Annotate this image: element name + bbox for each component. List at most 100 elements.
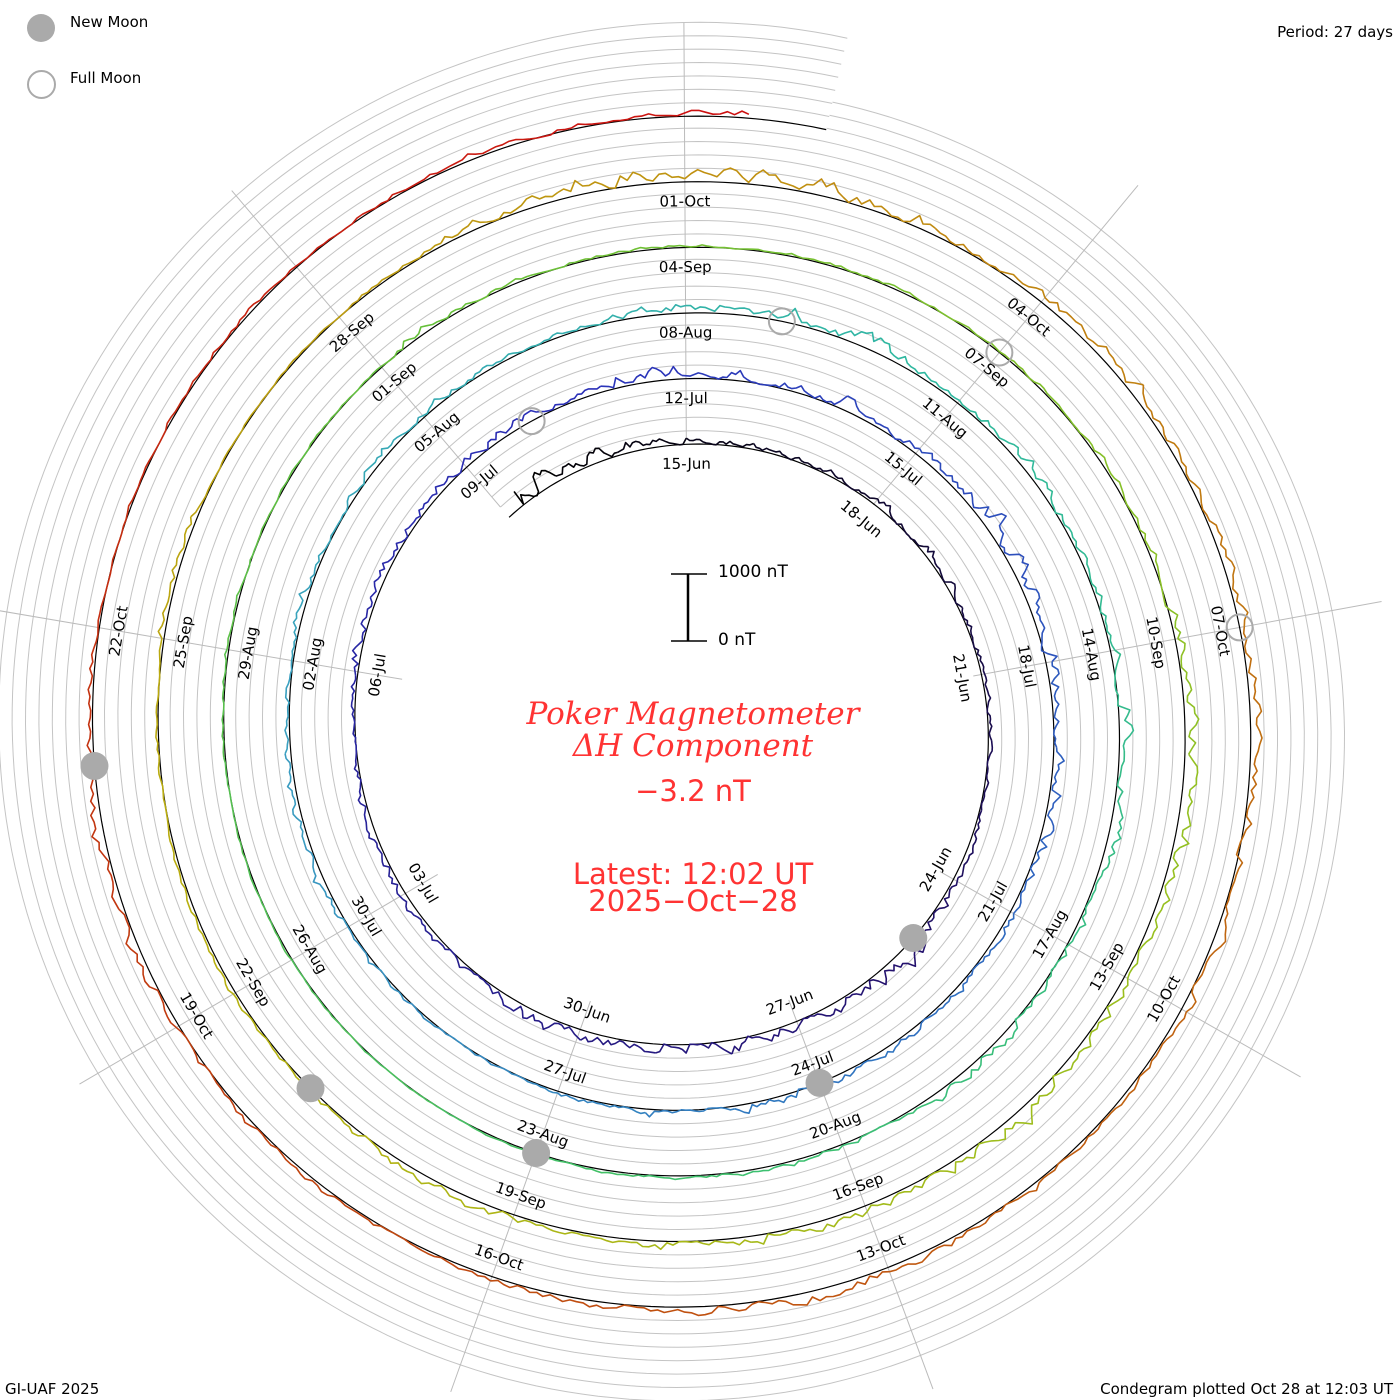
trace-segment [982,670,993,741]
grid-spiral [0,21,1346,1400]
date-tick-label: 19-Sep [493,1178,549,1213]
new-moon-marker [296,1074,325,1103]
trace-segment [1079,432,1141,531]
trace-segment [617,437,688,454]
trace-segment [758,1270,890,1306]
date-tick-label: 06-Jul [365,652,390,698]
period-label: Period: 27 days [1277,23,1393,41]
trace-segment [347,926,405,1000]
trace-segment [557,1092,646,1115]
date-spoke [683,23,687,439]
trace-segment [180,882,234,995]
full-moon-legend-icon [27,70,56,99]
full-moon-legend-label: Full Moon [70,69,142,87]
grid-spiral [24,48,1319,1375]
trace-segment [782,307,882,343]
trace-segment [864,944,927,990]
trace-segment [512,1217,632,1244]
trace-segment [1126,869,1176,979]
date-spoke [231,190,501,508]
trace-segment [440,1108,536,1156]
trace-segment [357,1042,442,1110]
trace-segment [557,171,686,194]
chart-subtitle: ΔH Component [572,728,814,764]
date-spoke [450,1000,591,1393]
date-tick-label: 01-Sep [368,358,420,406]
date-tick-label: 15-Jun [662,455,711,473]
trace-segment [246,862,293,961]
trace-segment [284,753,306,846]
trace-segment [685,437,754,448]
trace-segment [500,324,591,362]
trace-segment [684,167,814,190]
trace-segment [922,877,959,945]
latest-time: Latest: 12:02 UT [572,857,814,891]
trace-segment [1200,502,1249,627]
trace-segment [380,301,472,368]
trace-segment [685,304,784,319]
date-spoke [939,871,1301,1078]
trace-segment [734,1082,820,1114]
date-tick-label: 09-Jul [457,461,502,503]
credit-label: GI-UAF 2025 [5,1380,100,1398]
trace-segment [537,113,678,139]
trace-segment [973,1073,1060,1159]
scale-top-label: 1000 nT [718,562,788,582]
trace-segment [677,109,750,117]
trace-segment [190,409,257,518]
trace-segment [1111,750,1126,854]
date-tick-label: 19-Oct [176,989,217,1042]
date-tick-label: 26-Aug [289,922,332,977]
trace-segment [314,486,362,570]
date-tick-label: 25-Sep [170,614,197,669]
trace-segment [422,360,502,417]
trace-segment [284,660,293,755]
trace-segment [359,414,424,488]
trace-segment [254,316,340,411]
new-moon-legend-label: New Moon [70,13,149,31]
trace-segment [763,382,849,406]
spiral-grid [0,21,1346,1400]
date-tick-label: 02-Aug [299,636,326,692]
trace-segment [1044,297,1144,386]
trace-segment [897,984,965,1045]
delta-h-trace [86,109,1263,1317]
date-tick-label: 01-Oct [659,192,710,210]
date-tick-label: 29-Aug [235,625,262,681]
trace-segment [742,1144,844,1177]
latest-date: 2025−Oct−28 [588,884,798,918]
trace-segment [490,1279,625,1309]
grid-spiral [51,75,1292,1348]
trace-segment [958,399,1035,469]
trace-segment [903,290,1001,353]
grid-spiral [11,35,1332,1389]
trace-segment [1012,833,1052,915]
trace-segment [877,498,929,548]
trace-segment [350,675,358,754]
date-spoke [79,874,438,1085]
trace-segment [644,1106,735,1118]
date-tick-label: 10-Sep [1142,615,1169,670]
trace-segment [221,649,228,758]
date-spoke [0,610,403,680]
trace-segment [461,414,525,469]
trace-segment [471,261,575,304]
trace-segment [366,829,404,900]
trace-segment [261,1133,370,1221]
date-tick-label: 28-Sep [326,308,378,356]
trace-segment [1172,753,1199,871]
trace-segment [402,898,456,956]
trace-segment [800,986,866,1023]
trace-segment [155,638,163,762]
date-tick-label: 30-Jun [561,993,613,1026]
trace-segment [1013,944,1070,1033]
new-moon-legend-icon [27,14,55,42]
trace-segment [1114,649,1135,752]
trace-segment [1005,1117,1108,1206]
trace-segment [1031,468,1086,555]
date-spoke [788,999,934,1390]
trace-segment [1185,887,1233,1013]
trace-segment [580,1036,656,1054]
trace-segment [232,993,309,1092]
trace-segment [600,365,683,389]
